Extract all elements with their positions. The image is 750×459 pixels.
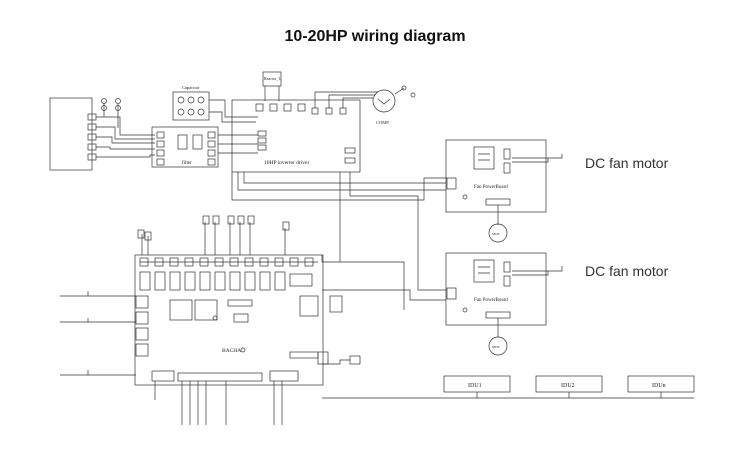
reactor-block: Reactor_L: [262, 71, 281, 101]
capacitor-block: Capacitor: [172, 85, 210, 121]
fan-motor-caption-2: DC fan motor: [585, 263, 669, 279]
main-control-board: BACHA: [60, 215, 361, 425]
fan-powerboard-1: Fan PowerBoard MOT: [445, 139, 563, 243]
diagram-title: 10-20HP wiring diagram: [284, 28, 466, 45]
fan-powerboard-2: Fan PowerBoard MOT: [445, 252, 563, 356]
inverter-label: 10HP inverter driver: [264, 160, 309, 166]
power-terminal-block: [49, 97, 155, 171]
capacitor-label: Capacitor: [182, 85, 200, 90]
fan-motor-caption-1: DC fan motor: [585, 155, 669, 171]
indoor-units: IDU1 IDU2 IDUn: [443, 375, 695, 399]
reactor-label: Reactor_L: [264, 76, 281, 81]
idu1-label: IDU1: [468, 383, 482, 389]
fan-powerboard-1-label: Fan PowerBoard: [474, 185, 508, 190]
main-board-label: BACHA: [222, 348, 241, 354]
inverter-driver-board: 10HP inverter driver: [209, 99, 361, 173]
fan-motor-1-label: MOT: [492, 232, 501, 236]
compressor-label: COMP.: [376, 120, 389, 125]
idu2-label: IDU2: [561, 383, 575, 389]
filter-block: filter: [151, 126, 219, 168]
fan-powerboard-2-label: Fan PowerBoard: [474, 298, 508, 303]
idun-label: IDUn: [652, 383, 666, 389]
filter-label: filter: [182, 161, 192, 166]
fan-motor-2-label: MOT: [492, 345, 501, 349]
compressor: COMP.: [314, 85, 416, 125]
signal-wires: [231, 172, 447, 399]
